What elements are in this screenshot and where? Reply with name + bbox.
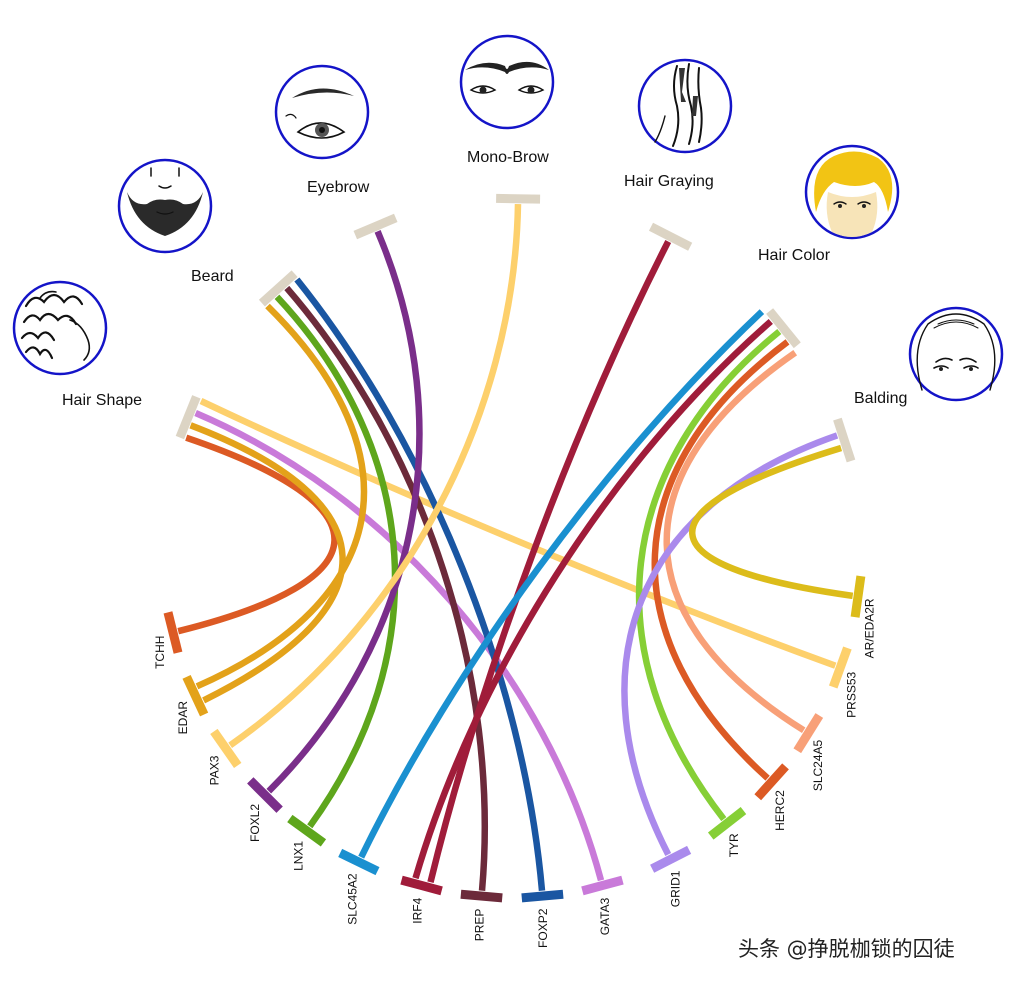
trait-bar-hair-shape [175,395,201,440]
trait-bar-hair-graying [648,222,693,251]
gene-label-gata3: GATA3 [598,897,612,935]
beard-icon [117,158,213,254]
trait-label-eyebrow: Eyebrow [307,179,370,196]
trait-label-mono-brow: Mono-Brow [467,149,549,166]
gray-hair-icon [637,58,733,154]
gene-label-tchh: TCHH [153,636,167,669]
trait-label-hair-graying: Hair Graying [624,173,714,190]
eyebrow-icon [274,64,370,160]
trait-label-hair-color: Hair Color [758,247,831,264]
link-hair-color-irf4 [412,318,773,880]
trait-bar-layer [163,193,866,903]
link-hair-shape-prss53 [199,398,837,669]
link-hair-color-tyr [635,328,782,822]
link-layer [177,204,854,891]
gene-label-slc24a5: SLC24A5 [811,739,825,791]
gene-bar-irf4 [400,875,443,896]
gene-label-prep: PREP [473,909,487,942]
gene-bar-pax3 [210,728,242,768]
link-hair-shape-tchh [177,434,338,635]
gene-bar-tchh [163,611,183,654]
mono-brow-icon [459,34,555,130]
link-beard-prep [284,285,488,891]
trait-label-beard: Beard [191,268,234,285]
gene-label-slc45a2: SLC45A2 [345,873,359,925]
gene-label-grid1: GRID1 [668,870,682,907]
link-hair-color-slc45a2 [358,309,765,859]
link-mono-brow-pax3 [228,204,522,748]
link-hair-color-herc2 [651,339,790,781]
link-beard-foxp2 [294,277,546,891]
curly-hair-icon [12,280,108,376]
gene-bar-slc45a2 [338,848,380,876]
gene-label-foxl2: FOXL2 [248,804,262,842]
gene-bar-slc24a5 [793,713,824,754]
gene-label-edar: EDAR [176,701,190,735]
gene-bar-grid1 [650,845,692,873]
gene-label-pax3: PAX3 [208,755,222,785]
gene-bar-lnx1 [287,814,327,847]
link-balding-grid1 [621,432,839,856]
trait-bar-mono-brow [496,193,541,204]
gene-label-prss53: PRSS53 [844,671,858,717]
gene-label-herc2: HERC2 [773,790,787,831]
trait-bar-balding [833,417,856,463]
gene-bar-herc2 [754,763,789,801]
link-eyebrow-foxl2 [266,230,423,794]
gene-label-ar-eda2r: AR/EDA2R [863,598,877,658]
link-hair-color-slc24a5 [663,350,806,734]
link-hair-shape-edar [189,422,346,704]
gene-bar-foxp2 [521,889,564,903]
blond-hair-icon [804,144,900,240]
gene-label-foxp2: FOXP2 [536,908,550,948]
balding-head-icon [908,306,1004,402]
link-hair-graying-irf4 [427,240,672,883]
watermark-text: 头条 @挣脱枷锁的囚徒 [738,937,955,961]
gene-bar-prep [460,889,503,903]
trait-label-hair-shape: Hair Shape [62,392,142,409]
gene-bar-foxl2 [247,777,283,813]
gene-bar-ar-eda2r [850,575,866,618]
gene-label-irf4: IRF4 [410,897,424,923]
link-balding-ar-eda2r [689,444,854,600]
gene-bar-tyr [707,806,747,840]
gene-label-tyr: TYR [727,833,741,857]
trait-bar-beard [258,270,298,307]
gene-bar-gata3 [581,875,624,896]
trait-bar-hair-color [766,308,801,349]
trait-label-balding: Balding [854,390,907,407]
trait-bar-eyebrow [353,213,398,240]
gene-bar-prss53 [828,646,852,689]
gene-bar-edar [182,674,209,717]
gene-label-lnx1: LNX1 [291,841,305,871]
link-beard-edar [195,303,368,690]
link-beard-lnx1 [274,294,399,829]
